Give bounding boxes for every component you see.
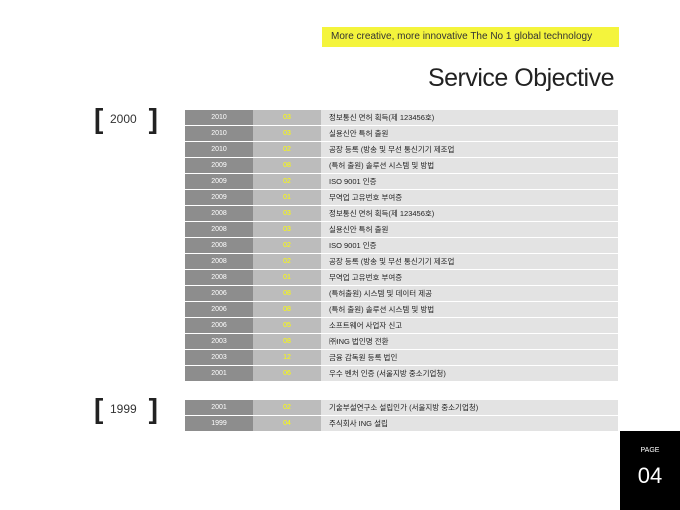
number-cell: 12 — [253, 350, 321, 365]
era-label-2000: [ 2000 ] — [94, 105, 158, 135]
year-cell: 2006 — [185, 302, 253, 317]
number-cell: 01 — [253, 190, 321, 205]
number-cell: 02 — [253, 174, 321, 189]
number-cell: 05 — [253, 318, 321, 333]
description-cell: 정보통신 면허 획득(제 123456호) — [321, 206, 618, 221]
description-cell: 기술부설연구소 설립인가 (서울지방 중소기업청) — [321, 400, 618, 415]
description-cell: (특허출원) 시스템 및 데이터 제공 — [321, 286, 618, 301]
description-cell: 공장 등록 (방송 및 무선 통신기기 제조업 — [321, 254, 618, 269]
description-cell: 공장 등록 (방송 및 무선 통신기기 제조업 — [321, 142, 618, 157]
description-cell: ISO 9001 인증 — [321, 238, 618, 253]
description-cell: 실용신안 특허 출원 — [321, 126, 618, 141]
right-bracket-icon: ] — [148, 393, 158, 424]
description-cell: ISO 9001 인증 — [321, 174, 618, 189]
number-cell: 08 — [253, 286, 321, 301]
description-cell: 소프트웨어 사업자 신고 — [321, 318, 618, 333]
number-cell: 06 — [253, 366, 321, 381]
year-cell: 2008 — [185, 206, 253, 221]
page-title: Service Objective — [427, 64, 615, 92]
era-label-1999: [ 1999 ] — [94, 395, 158, 425]
year-cell: 2009 — [185, 174, 253, 189]
description-cell: ㈜ING 법인명 전환 — [321, 334, 618, 349]
number-cell: 08 — [253, 302, 321, 317]
number-cell: 03 — [253, 222, 321, 237]
year-cell: 2008 — [185, 254, 253, 269]
year-cell: 2003 — [185, 350, 253, 365]
year-cell: 2010 — [185, 126, 253, 141]
page-label: PAGE — [640, 447, 660, 454]
description-cell: 실용신안 특허 출원 — [321, 222, 618, 237]
left-bracket-icon: [ — [94, 103, 104, 134]
era-year: 2000 — [110, 112, 137, 126]
year-cell: 2003 — [185, 334, 253, 349]
number-cell: 01 — [253, 270, 321, 285]
tagline-banner: More creative, more innovative The No 1 … — [322, 27, 619, 47]
number-cell: 03 — [253, 126, 321, 141]
year-cell: 2001 — [185, 400, 253, 415]
number-cell: 03 — [253, 110, 321, 125]
left-bracket-icon: [ — [94, 393, 104, 424]
description-cell: 우수 벤처 인증 (서울지방 중소기업청) — [321, 366, 618, 381]
description-cell: 무역업 고유번호 부여증 — [321, 190, 618, 205]
year-cell: 2009 — [185, 190, 253, 205]
number-cell: 02 — [253, 142, 321, 157]
number-cell: 08 — [253, 158, 321, 173]
era-year: 1999 — [110, 402, 137, 416]
number-cell: 08 — [253, 334, 321, 349]
description-cell: 무역업 고유번호 부여증 — [321, 270, 618, 285]
year-cell: 1999 — [185, 416, 253, 431]
year-cell: 2001 — [185, 366, 253, 381]
description-cell: (특허 출원) 솔루션 시스템 및 방법 — [321, 302, 618, 317]
right-bracket-icon: ] — [148, 103, 158, 134]
year-cell: 2008 — [185, 238, 253, 253]
number-cell: 03 — [253, 206, 321, 221]
number-cell: 02 — [253, 238, 321, 253]
page-number: 04 — [637, 463, 663, 488]
number-cell: 04 — [253, 416, 321, 431]
year-cell: 2008 — [185, 222, 253, 237]
number-cell: 02 — [253, 400, 321, 415]
description-cell: 금융 감독원 등록 법인 — [321, 350, 618, 365]
year-cell: 2010 — [185, 110, 253, 125]
number-cell: 02 — [253, 254, 321, 269]
description-cell: 정보통신 면허 획득(제 123456호) — [321, 110, 618, 125]
description-cell: (특허 출원) 솔루션 시스템 및 방법 — [321, 158, 618, 173]
page-indicator: PAGE 04 — [620, 431, 680, 510]
year-cell: 2006 — [185, 318, 253, 333]
year-cell: 2010 — [185, 142, 253, 157]
description-cell: 주식회사 ING 설립 — [321, 416, 618, 431]
year-cell: 2009 — [185, 158, 253, 173]
year-cell: 2006 — [185, 286, 253, 301]
year-cell: 2008 — [185, 270, 253, 285]
